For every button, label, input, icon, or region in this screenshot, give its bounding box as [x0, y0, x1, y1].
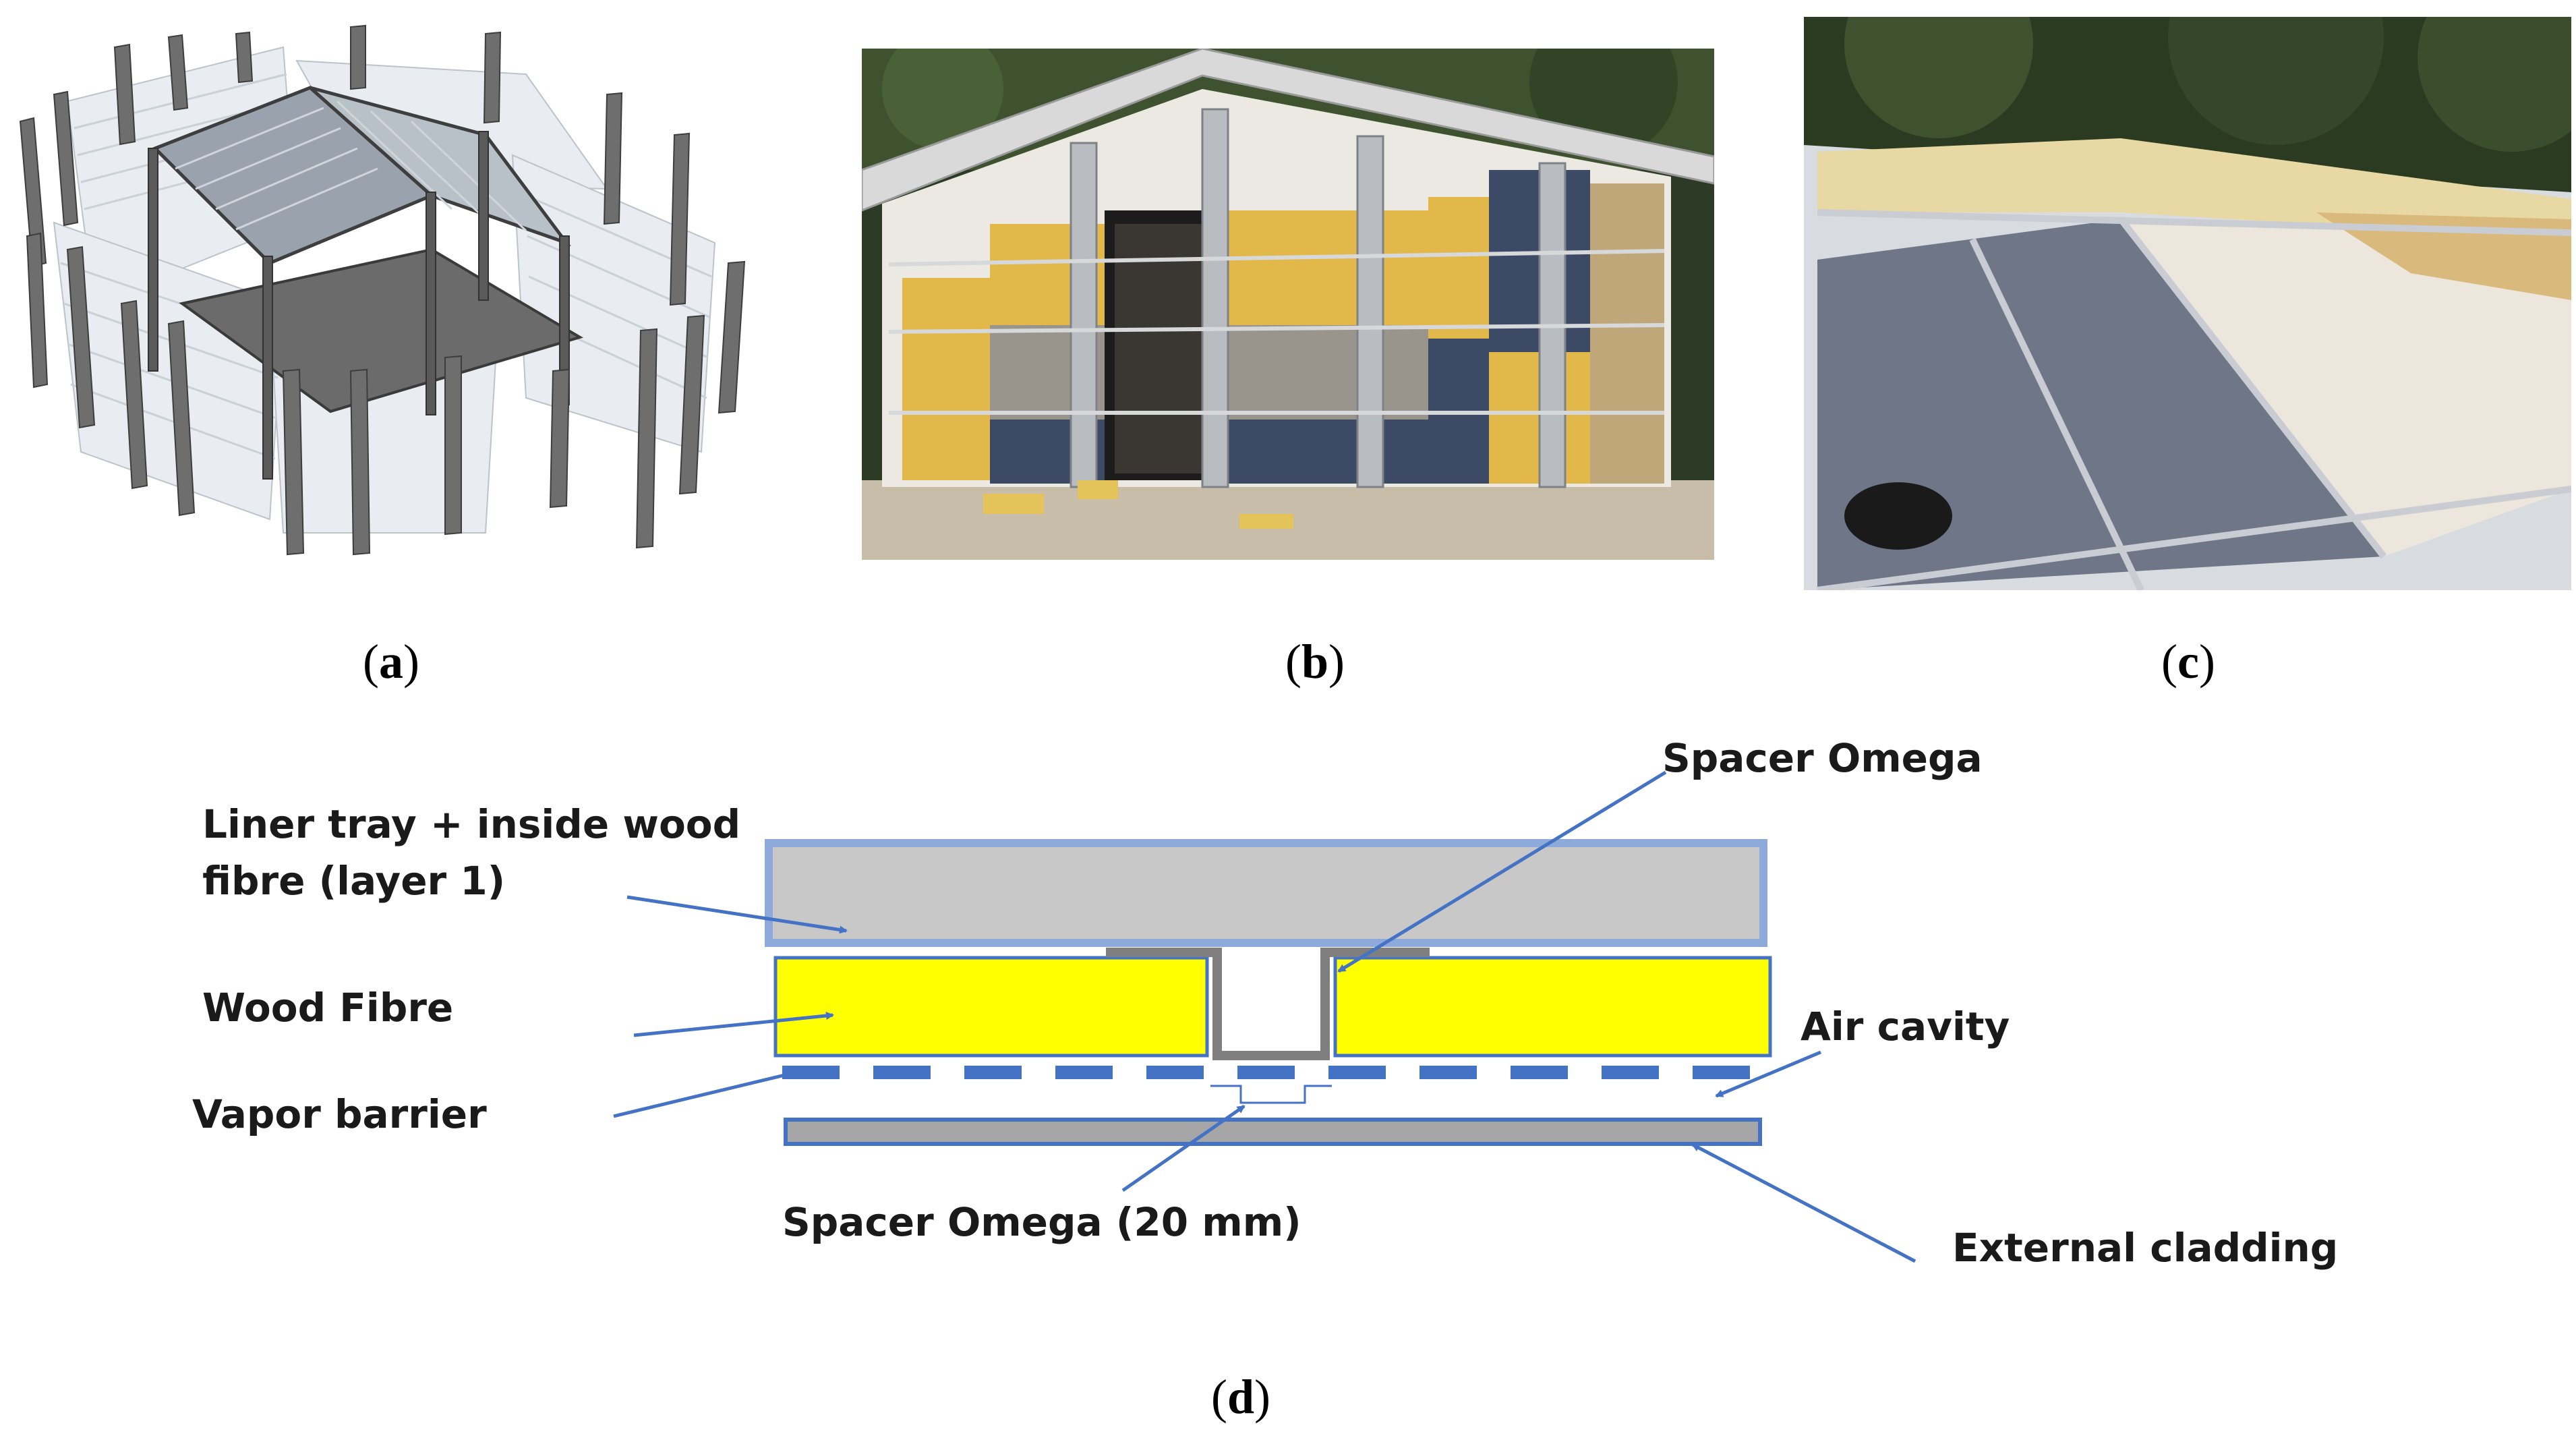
wood-fibre-right — [1333, 956, 1772, 1058]
facade-photo — [862, 49, 1714, 560]
arrow-spacer-top — [1337, 770, 1667, 973]
panel-c-roof-photo — [1804, 17, 2571, 590]
caption-a: (a) — [363, 635, 419, 689]
arrow-air-cavity — [1715, 1050, 1821, 1098]
arrow-liner — [626, 895, 848, 934]
panel-d-section-diagram: Liner tray + inside wood fibre (layer 1)… — [0, 728, 2576, 1403]
label-spacer-omega-top: Spacer Omega — [1662, 735, 1983, 781]
section-diagram-svg — [613, 770, 1916, 1263]
label-liner-tray: Liner tray + inside wood fibre (layer 1) — [202, 801, 741, 904]
arrow-wood-fibre — [633, 1012, 834, 1037]
label-external-cladding: External cladding — [1952, 1225, 2339, 1271]
external-cladding-layer — [784, 1118, 1762, 1146]
wood-fibre-left — [773, 956, 1209, 1058]
arrow-vapor-barrier — [613, 1070, 797, 1118]
label-vapor-barrier: Vapor barrier — [192, 1091, 487, 1137]
spacer-omega-profile — [1106, 948, 1430, 1060]
arrow-spacer-bottom — [1121, 1104, 1246, 1192]
caption-b: (b) — [1285, 635, 1345, 689]
liner-tray-layer — [765, 839, 1767, 947]
spacer-omega-small — [1210, 1085, 1332, 1104]
label-wood-fibre: Wood Fibre — [202, 985, 454, 1031]
label-air-cavity: Air cavity — [1801, 1004, 2010, 1049]
steel-frame-illustration — [19, 24, 746, 556]
caption-c: (c) — [2161, 635, 2215, 689]
label-spacer-omega-bottom: Spacer Omega (20 mm) — [782, 1199, 1301, 1245]
panel-b-facade-photo — [862, 49, 1714, 560]
arrow-external-cladding — [1691, 1143, 1916, 1263]
panel-a-frame-render — [13, 20, 775, 573]
caption-d: (d) — [1210, 1370, 1270, 1424]
roof-photo — [1804, 17, 2571, 590]
